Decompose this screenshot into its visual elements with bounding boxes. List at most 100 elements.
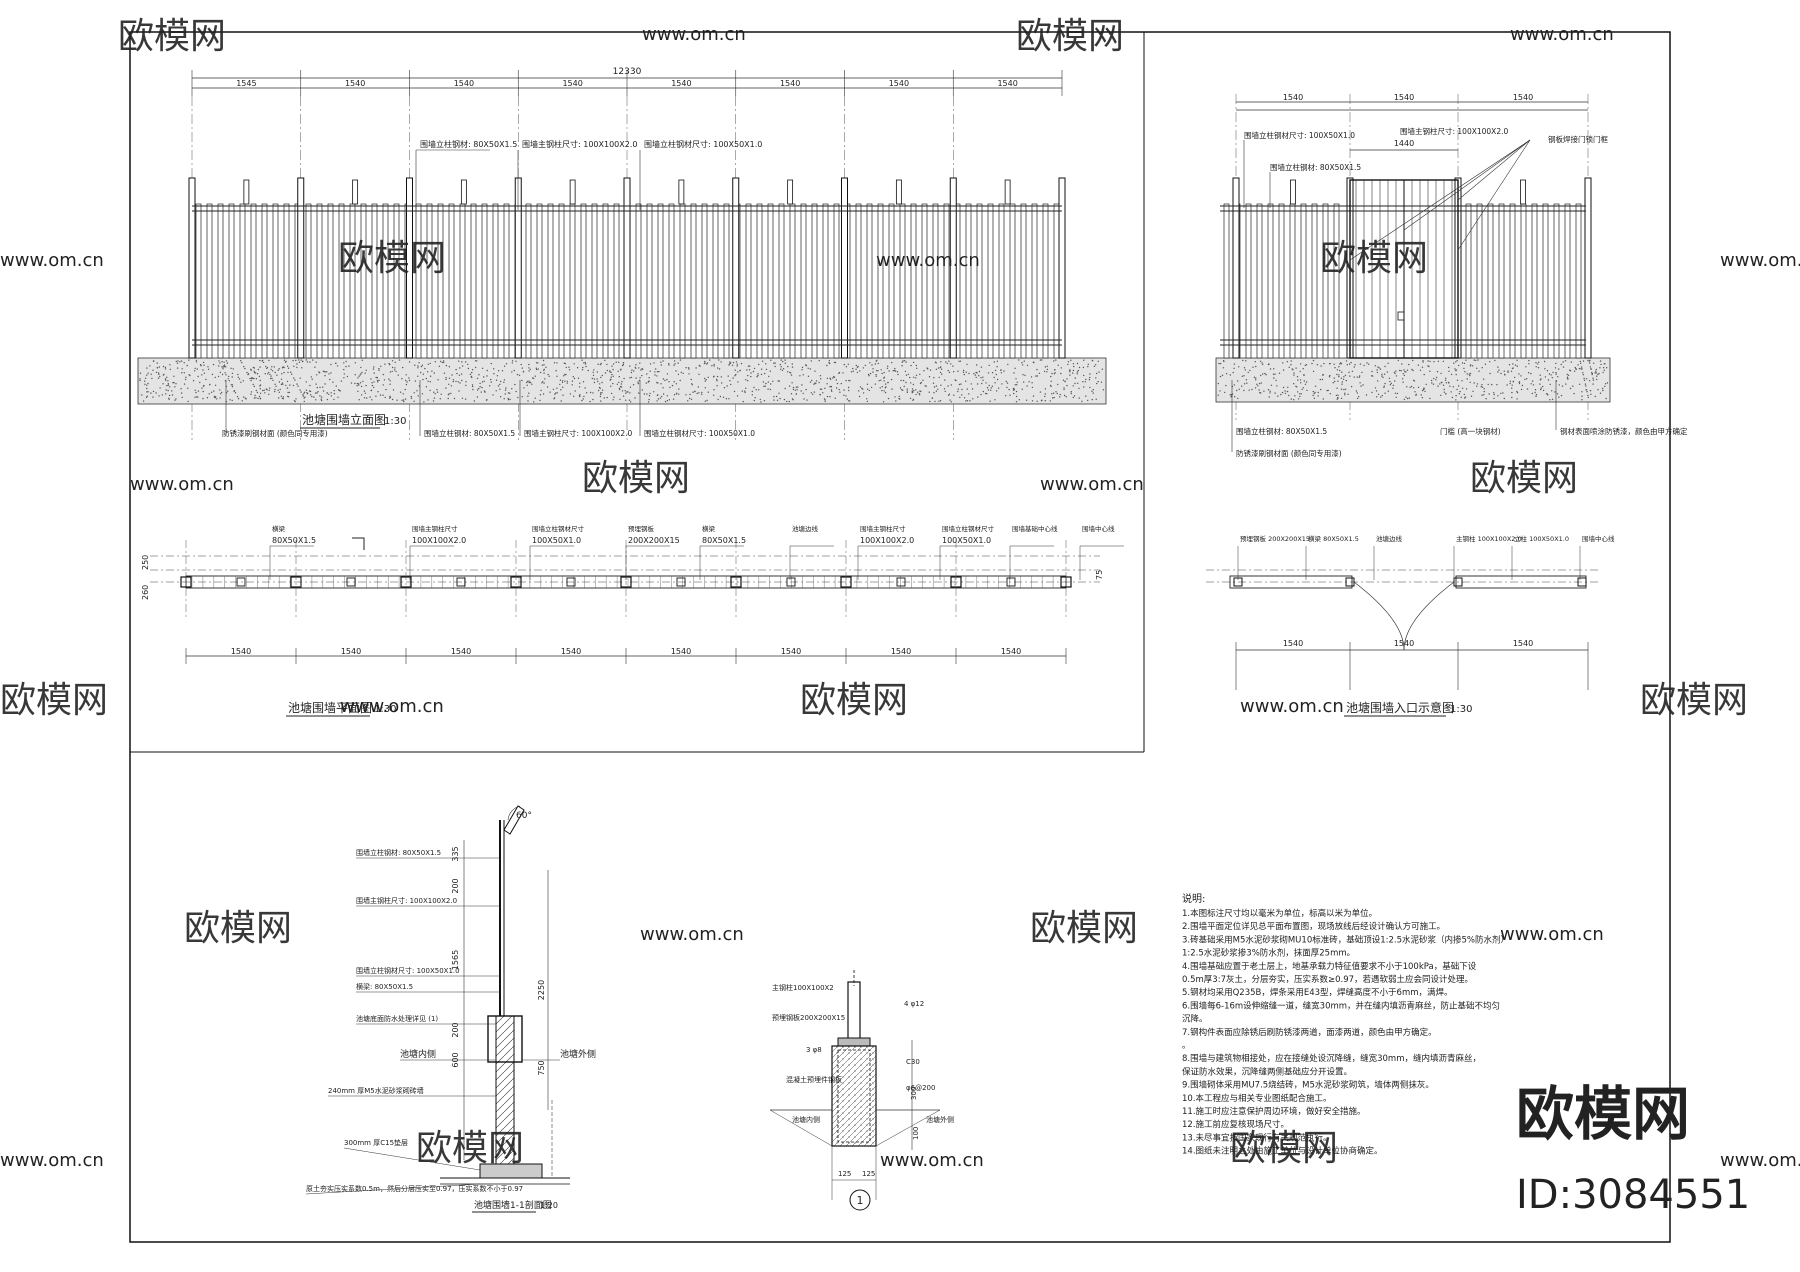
plan-callout-name: 围墙基础中心线 (1012, 524, 1058, 533)
section-dim: 335 (451, 846, 460, 861)
fence-main-post (297, 177, 305, 359)
entrance-label-4: 围墙立柱钢材: 80X50X1.5 (1270, 162, 1361, 172)
detail-label: 预埋钢板200X200X15 (772, 1013, 845, 1022)
plan-side-dim-1: 250 (141, 555, 150, 570)
elevation-bay-dim: 1540 (780, 79, 800, 88)
watermark-url: www.om.cn (876, 250, 980, 271)
fence-picket (393, 203, 400, 359)
entrance-scale: 1:30 (1450, 704, 1472, 715)
section-label: 300mm 厚C15垫层 (344, 1138, 408, 1147)
note-item: 8.围墙与建筑物相接处，应在接缝处设沉降缝，缝宽30mm，缝内填沥青麻丝， (1182, 1053, 1481, 1064)
fence-main-post (841, 177, 848, 359)
note-item: 1:2.5水泥砂浆掺3%防水剂，抹面厚25mm。 (1182, 948, 1355, 959)
elevation-scale: 1:30 (384, 416, 406, 427)
fence-picket (1009, 203, 1016, 359)
plan-callout-name: 横梁 (272, 524, 286, 533)
entrance-picket (1487, 203, 1494, 359)
plan-bay-dim: 1540 (891, 647, 911, 656)
entrance-picket (1564, 203, 1571, 359)
note-item: 2.围墙平面定位详见总平面布置图，现场放线后经设计确认方可施工。 (1182, 921, 1445, 932)
fence-picket (613, 203, 620, 359)
plan-title: 池塘围墙平面图 (288, 700, 372, 715)
entrance-label-1: 围墙立柱钢材尺寸: 100X50X1.0 (1244, 130, 1355, 140)
fence-picket (657, 203, 664, 359)
entrance-main-post (1584, 177, 1592, 359)
fence-picket (833, 203, 840, 359)
plan-callout-size: 100X50X1.0 (532, 536, 581, 545)
watermark-url: www.om.cn (1720, 250, 1800, 271)
note-item: 6.围墙每6-16m设伸缩缝一道，缝宽30mm，并在缝内填沥青麻丝，防止基础不均… (1182, 1000, 1500, 1011)
plan-mid-post (566, 577, 576, 587)
elevation-label-bottom-1: 防锈漆刷钢材面 (颜色同专用漆) (222, 428, 328, 438)
fence-picket (536, 203, 543, 359)
fence-picket (888, 203, 895, 359)
fence-picket (1031, 203, 1038, 359)
watermark-url: www.om.cn (340, 696, 444, 717)
section-title: 池塘围墙1-1剖面图 (474, 1199, 552, 1211)
note-item: 0.5m厚3:7灰土，分层夯实，压实系数≥0.97，若遇软弱土应会同设计处理。 (1182, 974, 1473, 985)
detail-label: 3 φ8 (806, 1046, 822, 1054)
entrance-picket (1509, 203, 1516, 359)
elevation-label-top-1: 围墙立柱钢材: 80X50X1.5 (420, 139, 517, 149)
fence-picket (811, 203, 818, 359)
gate-swing-arc-left (1353, 581, 1405, 651)
watermark-brand: 欧模网 (800, 680, 908, 721)
watermark-brand: 欧模网 (1016, 16, 1124, 57)
fence-picket (316, 203, 323, 359)
fence-picket (503, 203, 510, 359)
note-item: 10.本工程应与相关专业图纸配合施工。 (1182, 1093, 1332, 1104)
watermark-brand: 欧模网 (338, 238, 446, 279)
fence-picket (701, 203, 708, 359)
elevation-bay-dim: 1540 (889, 79, 909, 88)
watermark-brand: 欧模网 (118, 16, 226, 57)
entrance-picket (1498, 203, 1505, 359)
entrance-plan-callout: 立柱 100X50X1.0 (1514, 534, 1569, 543)
fence-picket (1053, 203, 1060, 359)
fence-picket (767, 203, 774, 359)
plan-mid-post (676, 577, 686, 587)
fence-main-post (406, 177, 413, 359)
fence-picket (360, 203, 367, 359)
section-dim: 1565 (451, 950, 460, 970)
plan-callout-name: 围墙主钢柱尺寸 (412, 524, 458, 533)
fence-picket (349, 203, 356, 359)
fence-pickets (188, 177, 1066, 359)
note-item: 保证防水效果，沉降缝两侧基础应分开设置。 (1182, 1066, 1352, 1077)
section-dim: 200 (451, 1022, 460, 1037)
detail-label: 混凝土预埋件钢板 (786, 1075, 842, 1084)
watermark-id: ID:3084551 (1516, 1172, 1750, 1218)
elevation-bay-dim: 1540 (562, 79, 582, 88)
fence-picket (195, 203, 202, 359)
entrance-plan-callout: 横梁 80X50X1.5 (1308, 534, 1359, 543)
elevation-title: 池塘围墙立面图 (302, 412, 386, 427)
watermark-url: www.om.cn (880, 1150, 984, 1171)
entrance-picket (1245, 203, 1252, 359)
watermark-url: www.om.cn (1040, 474, 1144, 495)
elevation-label-bottom-4: 围墙立柱钢材尺寸: 100X50X1.0 (644, 428, 755, 438)
section-label: 池塘内侧 (400, 1048, 436, 1060)
fence-picket (206, 203, 213, 359)
watermark-url: www.om.cn (1500, 924, 1604, 945)
entrance-top-dim: 1540 (1283, 93, 1303, 102)
plan-mid-post (346, 577, 356, 587)
entrance-picket (1278, 203, 1285, 359)
plan-callout-name: 横梁 (702, 524, 716, 533)
entrance-picket (1520, 203, 1527, 359)
detail-label: 4 φ12 (904, 1000, 924, 1008)
fence-picket (800, 203, 807, 359)
detail-mark-circle (849, 1189, 871, 1211)
fence-main-post (188, 177, 196, 359)
detail-concrete-footing (831, 1045, 877, 1147)
elevation-bay-dim: 1545 (236, 79, 256, 88)
fence-picket (745, 203, 752, 359)
fence-picket (723, 203, 730, 359)
plan-mid-post (786, 577, 796, 587)
fence-picket (525, 203, 532, 359)
section-label: 池塘底面防水处理详见 (1) (356, 1014, 438, 1023)
fence-picket (679, 203, 686, 359)
note-item: 3.砖基础采用M5水泥砂浆砌MU10标准砖，基础顶设1:2.5水泥砂浆（内掺5%… (1182, 934, 1509, 945)
plan-callout-size: 100X50X1.0 (942, 536, 991, 545)
fence-picket (558, 203, 565, 359)
